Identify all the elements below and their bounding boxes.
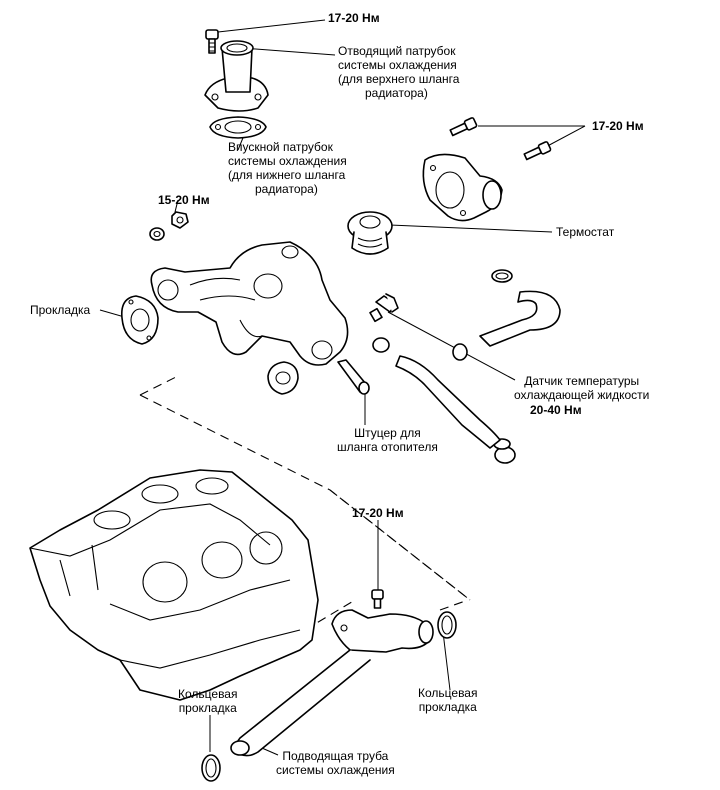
torque-label: 15-20 Нм (158, 193, 210, 207)
sensor-label: Датчик температуры охлаждающей жидкости (514, 374, 650, 402)
outlet-pipe-part (204, 40, 269, 112)
torque-label: 17-20 Нм (328, 11, 380, 25)
heater-fitting-label: Штуцер для шланга отопителя (337, 426, 438, 454)
nut-icon (149, 211, 189, 241)
temperature-sensor-part (369, 293, 399, 323)
gasket-label: Прокладка (30, 303, 91, 317)
o-ring-label: Кольцевая прокладка (178, 687, 238, 715)
inlet-pipe-part (422, 153, 503, 222)
gasket-part (267, 361, 299, 395)
alignment-lines (139, 374, 471, 631)
bolt-icon (205, 29, 219, 54)
water-inlet-housing-part (150, 241, 349, 366)
o-ring-label: Кольцевая прокладка (418, 686, 478, 714)
torque-label: 17-20 Нм (592, 119, 644, 133)
outlet-pipe-label: Отводящий патрубок системы охлаждения (д… (338, 44, 460, 100)
hose-part (395, 290, 561, 449)
supply-pipe-label: Подводящая труба системы охлаждения (276, 749, 395, 777)
engine-block-part (29, 469, 319, 701)
o-ring-part (201, 611, 457, 782)
torque-label: 17-20 Нм (352, 506, 404, 520)
bolt-icon (449, 117, 552, 161)
thermostat-label: Термостат (556, 225, 615, 239)
gasket-part (120, 295, 159, 345)
supply-pipe-part (230, 609, 434, 757)
bolt-icon (371, 589, 384, 609)
heater-fitting-part (337, 359, 370, 395)
torque-label: 20-40 Нм (530, 403, 582, 417)
inlet-pipe-label: Впускной патрубок системы охлаждения (дл… (228, 140, 347, 196)
thermostat-part (347, 211, 393, 255)
outlet-gasket-part (209, 116, 267, 139)
